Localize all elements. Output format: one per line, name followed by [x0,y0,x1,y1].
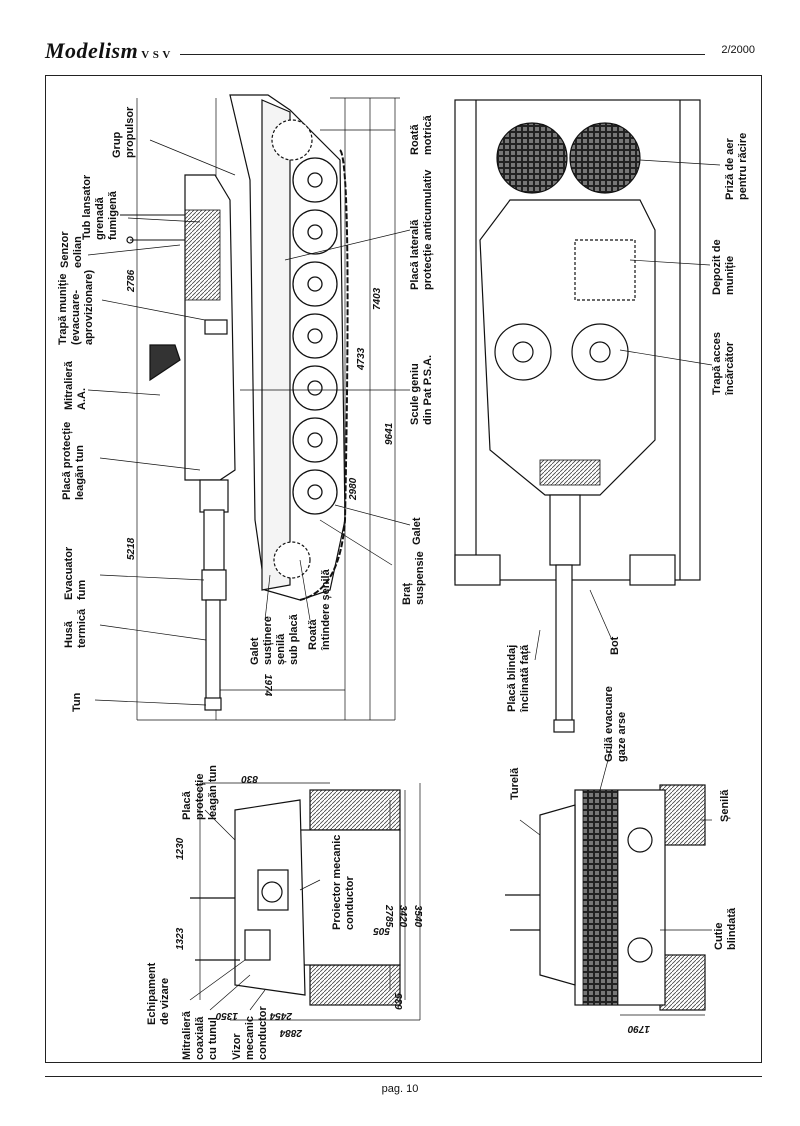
header-rule [180,54,705,55]
dim-2980: 2980 [348,477,359,501]
side-skirt [261,99,291,591]
dim-1790: 1790 [627,1023,650,1034]
side-view-leader-lines [87,129,411,706]
label-mitraliera-aa: MitralierăA.A. [63,360,88,410]
label-husa-termica: Husătermică [63,608,88,648]
label-trapa-incarcator: Trapă accesîncărcător [711,332,736,396]
front-view [189,782,421,1021]
label-depozit-munitie: Depozit demuniție [711,239,736,295]
dim-1350: 1350 [215,1010,238,1021]
dim-1323: 1323 [175,927,186,950]
label-placa-protectie: Placă protecțieleagăn tun [61,422,86,500]
smoke-launchers [184,209,221,301]
drawing-frame [45,75,762,1063]
aa-machine-gun [149,344,181,382]
logo-mark: V S V [141,49,171,61]
label-turela: Turelă [509,767,521,800]
dim-2884: 2884 [279,1027,303,1038]
dim-9641: 9641 [384,422,395,445]
label-galet: Galet [411,517,423,545]
idler-wheel [273,541,311,579]
gun-mantlet [199,479,229,513]
dim-1230: 1230 [175,837,186,860]
label-proiector: Proiector mecanicconductor [331,835,356,930]
rear-view [505,744,712,1016]
label-tun: Tun [71,692,83,712]
label-roata-intindere: Roatăîntindere șenilă [307,568,332,651]
side-view-dimensions: 2786 7403 4733 9641 2980 5218 1974 [126,269,395,696]
issue-number: 2/2000 [721,44,755,56]
road-wheels [292,157,338,515]
dim-3540: 3540 [412,905,423,928]
front-track-top [309,789,401,831]
top-gun-mantlet [549,494,581,566]
front-hull [299,829,401,966]
exhaust-grille [582,789,619,1006]
label-brat-suspensie: Brațsuspensie [401,551,426,605]
dim-3420: 3420 [397,905,408,928]
rear-turret [539,804,576,986]
side-view [87,94,411,721]
label-galet-sustinere: Galetsusținereșenilăsub placă [249,613,300,665]
top-view-labels: Priză de aerpentru răcire Depozit demuni… [506,133,749,713]
dim-635: 635 [394,993,405,1010]
label-bot: Bot [609,636,621,655]
label-scule-geniu: Scule geniudin Pat P.S.A. [409,355,434,425]
label-placa-blindaj: Placă blindajînclinată față [506,644,531,713]
muzzle [204,697,222,711]
page-number: pag. 10 [381,1083,419,1095]
logo-text: Modelism [45,38,139,63]
label-echipament-vizare: Echipamentde vizare [146,962,171,1025]
front-track-bottom [309,964,401,1006]
label-roata-motrica: Roatămotrică [409,114,434,155]
dim-830: 830 [241,773,258,784]
dim-1974: 1974 [262,674,273,697]
label-trapa-munitie: Trapă muniție(evacuare-aprovizionare) [57,269,95,345]
label-tub-lansator: Tub lansatorgrenadăfumigenă [81,174,119,240]
label-priza-aer: Priză de aerpentru răcire [724,133,749,200]
dim-2454: 2454 [269,1010,293,1021]
gun-barrel [205,599,221,701]
side-view-labels: Gruppropulsor Tub lansatorgrenadăfumigen… [57,106,434,712]
track-outline [299,149,349,601]
drive-sprocket [271,119,313,161]
label-evacuator-fum: Evacuatorfum [63,546,88,600]
label-placa-protectie-front: Placăprotecțieleagăn tun [181,765,219,820]
label-cutie-blindata: Cutieblindată [713,907,738,950]
front-view-dimensions: 830 1230 1323 1350 2454 2884 505 635 278… [175,773,423,1038]
rear-view-labels: Turelă Grilă evacuaregaze arse Șenilă Cu… [509,686,738,1034]
label-senila: Șenilă [719,789,731,822]
dim-7403: 7403 [372,287,383,310]
dim-505: 505 [373,925,390,936]
rear-track-top [659,784,706,846]
fume-extractor [201,569,227,601]
cooling-fan-left [496,122,568,194]
label-vizor: Vizormecanicconductor [231,1006,269,1060]
dim-4733: 4733 [356,347,367,371]
label-mitraliera-coaxiala: Mitralierăcoaxialăcu tunul [181,1010,219,1060]
label-placa-laterala: Placă lateralăprotecție anticumulativ [409,169,434,290]
dim-5218: 5218 [126,537,137,560]
turret-hatch [204,319,228,335]
dim-2786: 2786 [126,269,137,293]
rear-track-bottom [659,954,706,1011]
ammo-stowage [574,239,636,301]
gun-barrel-sleeve [203,509,225,571]
top-view [454,99,721,733]
label-senzor-eolian: Senzoreolian [59,231,84,268]
front-view-labels: Placăprotecțieleagăn tun Echipamentde vi… [146,765,356,1060]
label-grila: Grilă evacuaregaze arse [603,686,628,762]
label-grup-propulsor: Gruppropulsor [111,106,136,158]
top-gun-barrel [555,564,573,731]
cooling-fan-right [569,122,641,194]
footer-rule [45,1076,762,1077]
dim-2785: 2785 [383,904,394,928]
